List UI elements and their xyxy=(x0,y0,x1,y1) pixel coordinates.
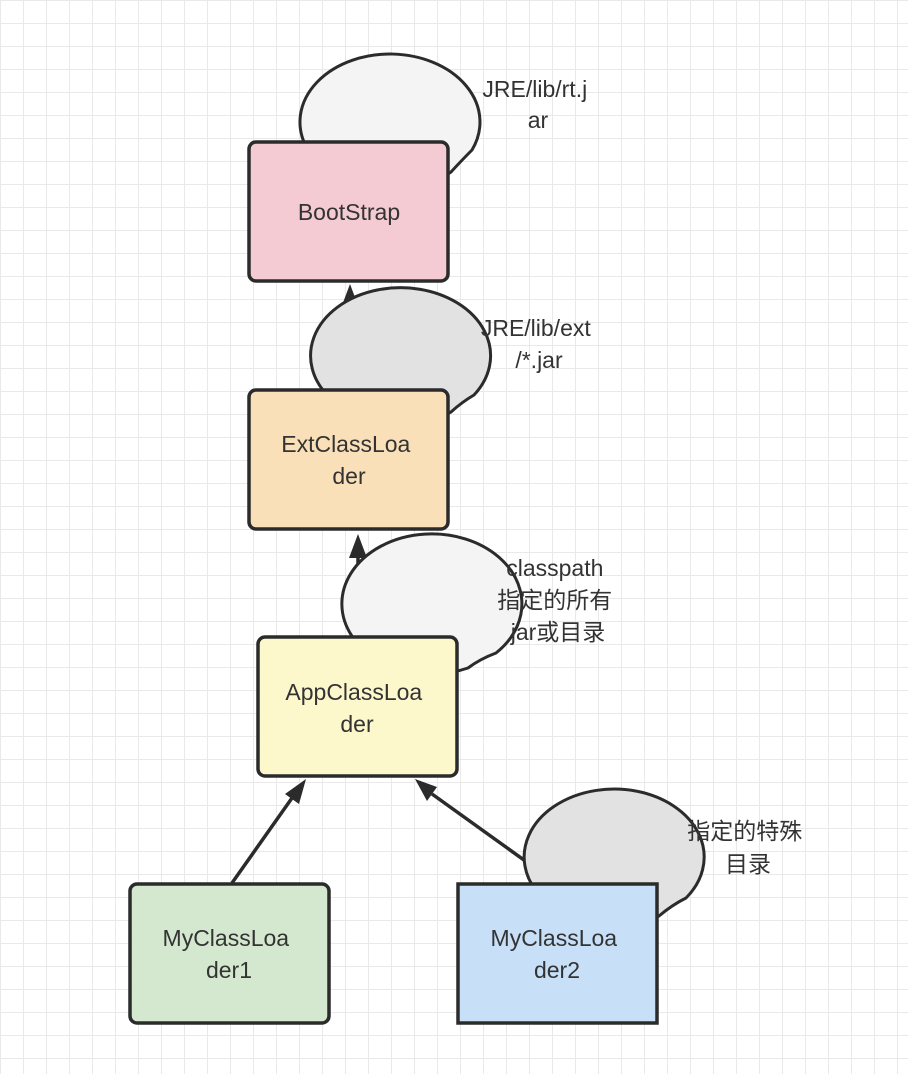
node-bootstrap: BootStrap xyxy=(247,140,450,283)
bubble-line: JRE/lib/rt.j xyxy=(482,76,587,102)
node-label: der1 xyxy=(206,957,252,983)
node-label: BootStrap xyxy=(298,199,400,225)
svg-text:MyClassLoa der2: MyClassLoa der2 xyxy=(491,925,624,983)
svg-text:JRE/lib/rt.j ar: JRE/lib/rt.j ar xyxy=(482,76,593,133)
node-my-class-loader-2: MyClassLoa der2 xyxy=(456,882,659,1025)
node-app-class-loader: AppClassLoa der xyxy=(256,635,459,778)
node-label: der xyxy=(340,711,374,737)
node-label: der xyxy=(332,463,366,489)
svg-text:ExtClassLoa der: ExtClassLoa der xyxy=(281,431,417,489)
bubble-line: JRE/lib/ext xyxy=(481,315,592,341)
bubble-line: /*.jar xyxy=(515,347,563,373)
node-box xyxy=(247,140,450,283)
svg-text:MyClassLoa der1: MyClassLoa der1 xyxy=(163,925,296,983)
bubble-line: 指定的特殊 xyxy=(687,818,802,844)
node-box xyxy=(128,882,331,1025)
node-box xyxy=(247,388,450,531)
bubble-line: 目录 xyxy=(725,851,771,877)
node-label: MyClassLoa xyxy=(163,925,290,951)
node-label: MyClassLoa xyxy=(491,925,618,951)
svg-text:BootStrap: BootStrap xyxy=(298,199,400,225)
svg-text:AppClassLoa der: AppClassLoa der xyxy=(285,679,428,737)
bubble-line: 指定的所有 xyxy=(497,587,612,613)
node-label: der2 xyxy=(534,957,580,983)
node-ext-class-loader: ExtClassLoa der xyxy=(247,388,450,531)
node-label: AppClassLoa xyxy=(285,679,422,705)
bubble-line: ar xyxy=(528,107,549,133)
node-box xyxy=(256,635,459,778)
svg-text:指定的特殊 目录: 指定的特殊 目录 xyxy=(687,818,808,877)
svg-text:JRE/lib/ext /*.jar: JRE/lib/ext /*.jar xyxy=(481,315,597,373)
node-box xyxy=(456,882,659,1025)
node-label: ExtClassLoa xyxy=(281,431,410,457)
bubble-line: jar或目录 xyxy=(510,619,606,645)
svg-text:classpath 指定的所有 ja: classpath 指定的所有 jar或目录 xyxy=(497,555,618,645)
bubble-line: classpath xyxy=(506,555,603,581)
node-my-class-loader-1: MyClassLoa der1 xyxy=(128,882,331,1025)
arrow-my1-to-app xyxy=(230,779,306,885)
